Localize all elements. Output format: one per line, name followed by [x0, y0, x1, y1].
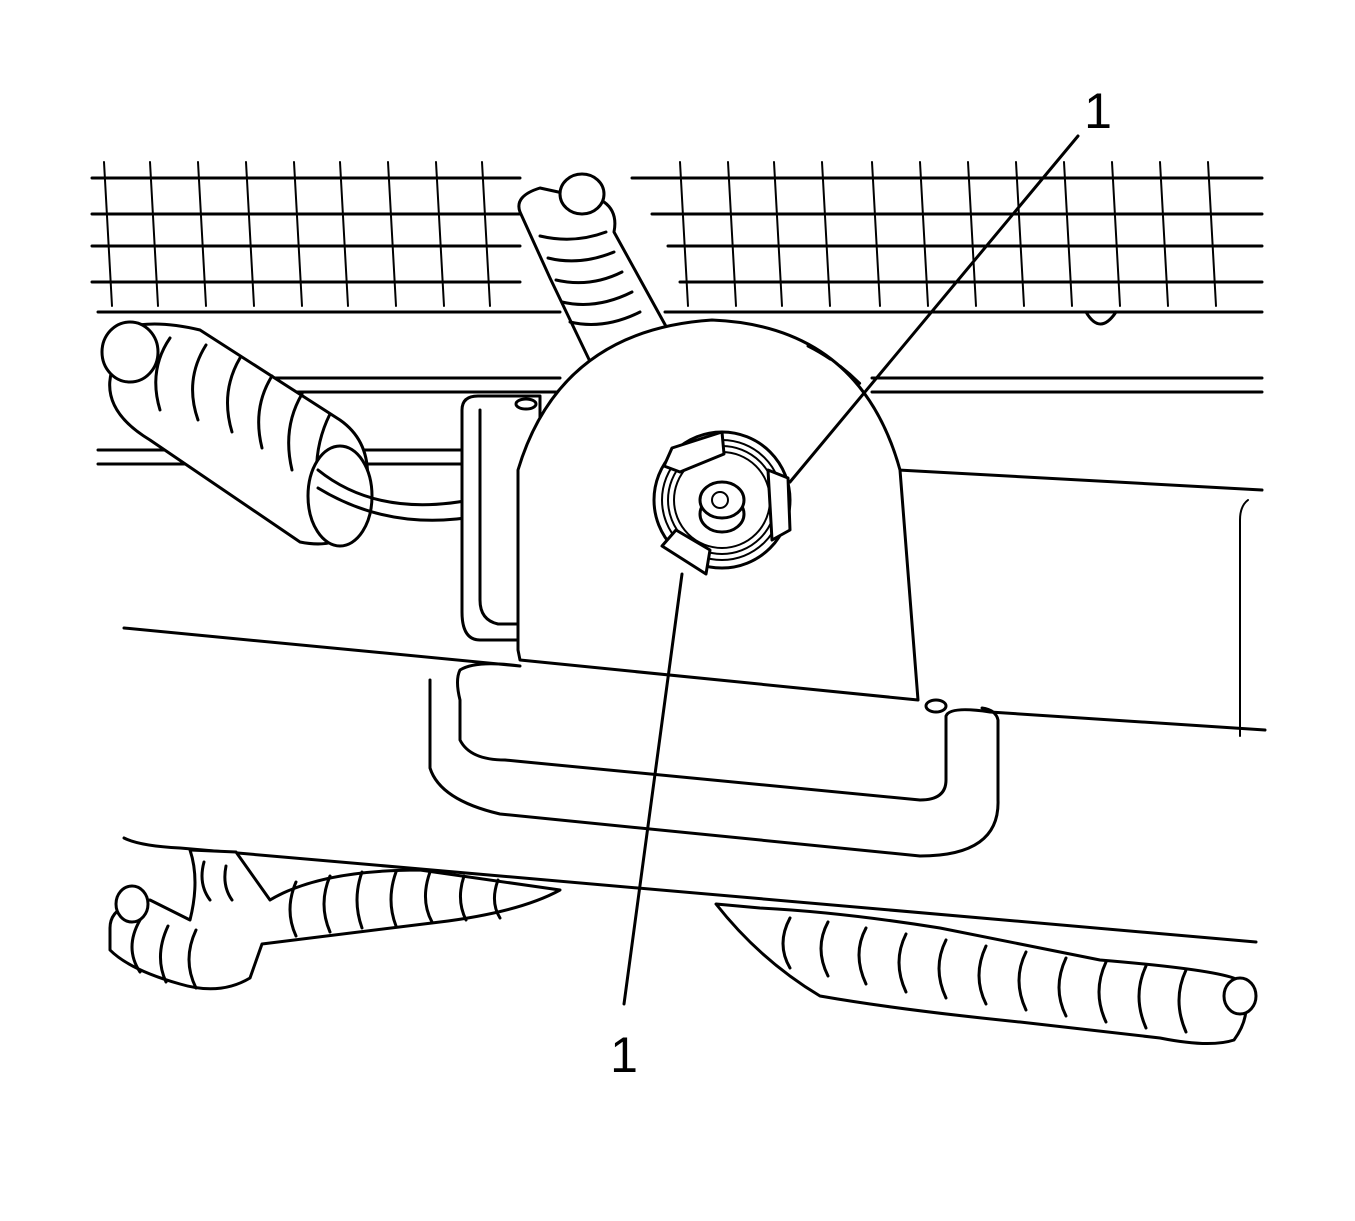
callout-leaders [622, 134, 1080, 1006]
grille-tab [1084, 310, 1118, 326]
leader-line-lower [622, 572, 684, 1006]
clip-tab-upper [662, 430, 726, 474]
callout-number-lower: 1 [610, 1027, 638, 1083]
grille-vertical-bars-right [679, 161, 1217, 307]
clip-tab-lower [660, 528, 712, 576]
wiring-harness-upper-center [517, 172, 670, 376]
wiring-harness-upper-left [100, 320, 482, 562]
callout-number-upper: 1 [1084, 83, 1112, 139]
grille-vertical-bars-left [103, 161, 491, 307]
wiring-harness-lower [108, 848, 1258, 1046]
leader-line-upper [788, 134, 1080, 484]
retainer-clip [652, 430, 792, 576]
grille-panel [90, 161, 1264, 326]
clip-tab-right [766, 468, 792, 542]
